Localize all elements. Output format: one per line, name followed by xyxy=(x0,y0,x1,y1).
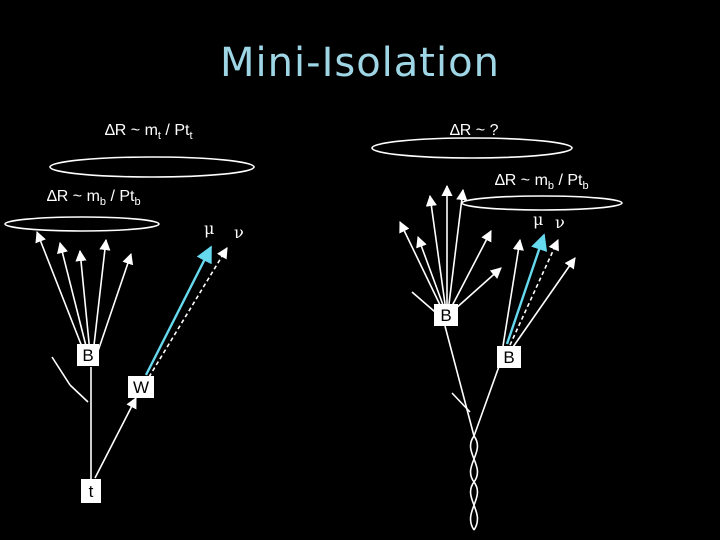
right-neutrino-track xyxy=(509,238,559,346)
right-b-top-jet xyxy=(453,267,502,311)
left-b-jet xyxy=(51,356,71,386)
left-b-cone-ellipse xyxy=(4,216,160,232)
left-top-cone-label: ∆R ~ mt / Ptt xyxy=(105,122,193,142)
right-b-bottom-jet xyxy=(512,257,576,348)
slide-title: Mini-Isolation xyxy=(220,40,500,86)
right-b-top-jet xyxy=(448,188,468,305)
right-top-cone-ellipse xyxy=(371,137,573,159)
right-b-bottom-jet xyxy=(502,238,524,347)
left-b-node: B xyxy=(77,344,99,366)
left-neutrino-label: ν xyxy=(234,223,244,242)
right-b-bottom-node: B xyxy=(497,346,521,368)
left-t-to-w-line xyxy=(94,397,137,479)
right-trunk-to-b-top xyxy=(444,325,475,437)
right-twisted-trunk xyxy=(469,435,479,531)
right-b-top-jet xyxy=(451,230,492,307)
left-top-cone-ellipse xyxy=(49,156,255,178)
right-b-top-node: B xyxy=(434,304,458,326)
right-b-cone-ellipse xyxy=(461,195,623,211)
svg-text:B: B xyxy=(82,346,93,365)
right-b-top-jet xyxy=(416,235,444,306)
left-b-jet xyxy=(92,238,111,355)
right-b-top-jet xyxy=(399,220,442,308)
right-b-top-jet xyxy=(425,194,446,305)
left-b-jet xyxy=(35,230,87,358)
left-b-cone-label: ∆R ~ mb / Ptb xyxy=(47,188,141,208)
svg-text:B: B xyxy=(503,348,514,367)
left-b-jet xyxy=(75,249,91,354)
left-muon-track xyxy=(144,245,213,376)
left-muon-label: μ xyxy=(204,219,214,238)
right-muon-track xyxy=(505,233,548,345)
right-neutrino-label: ν xyxy=(555,213,565,232)
right-trunk-to-b-bottom xyxy=(473,357,503,437)
left-b-jet xyxy=(57,241,89,355)
left-w-node: W xyxy=(128,376,154,398)
svg-text:B: B xyxy=(440,306,451,325)
left-b-jet xyxy=(69,384,89,403)
left-t-node: t xyxy=(81,479,101,503)
right-top-cone-label: ∆R ~ ? xyxy=(450,122,499,139)
left-neutrino-track xyxy=(148,247,228,378)
left-b-jet xyxy=(95,252,134,358)
right-b-cone-label: ∆R ~ mb / Ptb xyxy=(495,172,589,192)
right-trunk-spur xyxy=(451,392,471,413)
right-muon-label: μ xyxy=(533,210,543,229)
svg-text:t: t xyxy=(89,482,94,501)
svg-text:W: W xyxy=(133,378,149,397)
